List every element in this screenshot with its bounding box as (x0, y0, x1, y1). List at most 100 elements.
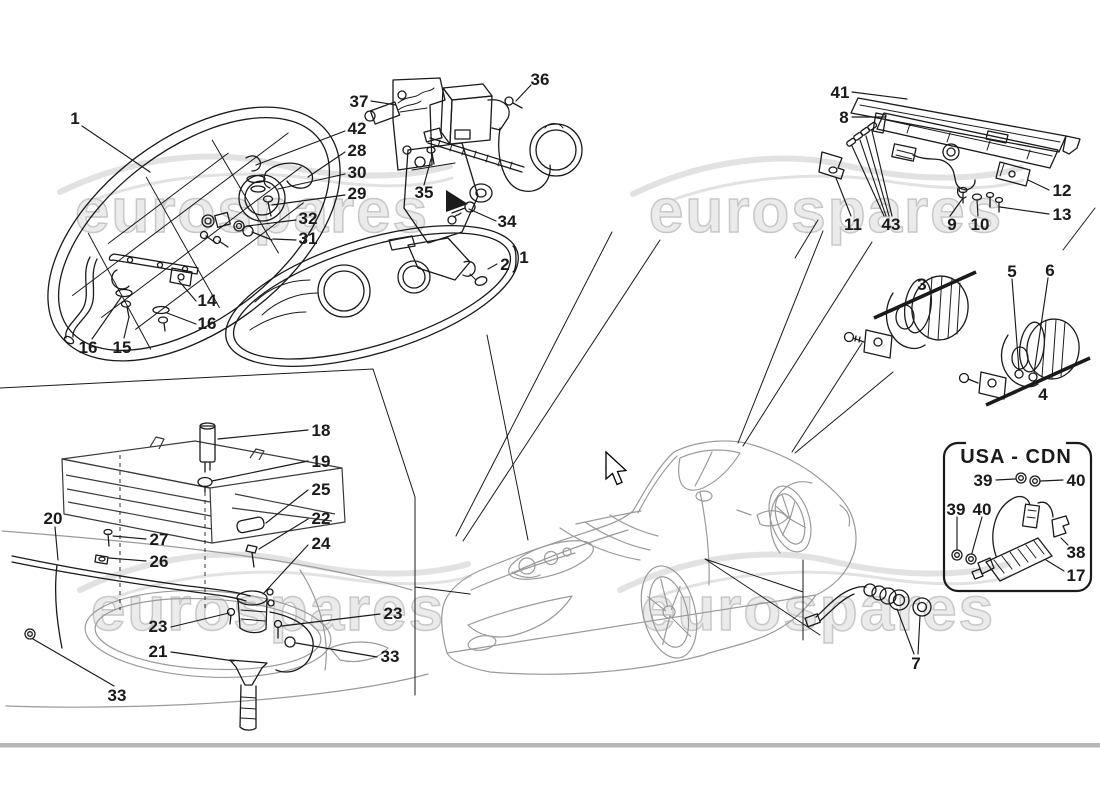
bottom-divider (0, 743, 1100, 748)
usa-cdn-title: USA - CDN (960, 446, 1072, 468)
region-boundary-lines (0, 207, 1096, 696)
screw-27 (103, 528, 113, 547)
mouse-cursor-icon (605, 450, 628, 486)
cover-clip-2 (462, 260, 488, 286)
callout-3: 3 (917, 275, 926, 294)
callout-38: 38 (1067, 543, 1086, 562)
mounting-rail (108, 253, 199, 287)
callout-43: 43 (882, 215, 901, 234)
callout-1: 1 (70, 109, 79, 128)
callout-12: 12 (1053, 181, 1072, 200)
swoosh-logo (630, 155, 1025, 206)
nozzle-cover-25 (236, 516, 265, 534)
car-front-wheel (640, 565, 698, 659)
callout-9: 9 (947, 215, 956, 234)
telescopic-jet-21 (229, 659, 268, 731)
swoosh-logo (617, 551, 1012, 602)
callout-11: 11 (844, 215, 862, 234)
callout-23: 23 (384, 604, 403, 623)
nuts-39-40 (951, 472, 1041, 565)
washer-system-drawing (11, 422, 314, 731)
washer-pump-18 (199, 422, 216, 473)
screw-35 (426, 146, 436, 165)
callout-22: 22 (312, 509, 331, 528)
car-sketch (441, 440, 857, 675)
radiator-duct-drawing (61, 436, 346, 544)
fastener-set-31-32 (199, 211, 273, 248)
headlight-lens (47, 106, 341, 362)
callout-28: 28 (348, 141, 367, 160)
clip-38 (1051, 515, 1070, 538)
grommet-19 (197, 476, 213, 493)
spring-pins-43 (846, 121, 878, 147)
bumper-sketch (1, 530, 429, 708)
headlight-cover-drawing (225, 225, 519, 367)
callout-6: 6 (1045, 261, 1054, 280)
callout-16: 16 (198, 314, 217, 333)
leader-lines (32, 84, 1069, 687)
callout-39: 39 (974, 471, 993, 490)
callout-19: 19 (312, 452, 331, 471)
callout-5: 5 (1007, 262, 1016, 281)
callout-20: 20 (44, 509, 63, 528)
callout-40: 40 (1067, 471, 1086, 490)
watermark-text: eurospares (649, 177, 1003, 246)
callout-16: 16 (79, 338, 98, 357)
group-bar-4 (985, 356, 1091, 407)
callout-bracket (512, 245, 517, 273)
callout-33: 33 (108, 686, 127, 705)
bracket-arm-28 (263, 162, 314, 189)
group-bar-3 (873, 270, 977, 320)
callout-1: 1 (519, 248, 528, 267)
mounting-plate (392, 77, 446, 171)
washer-5 (1014, 369, 1024, 379)
callout-25: 25 (312, 480, 331, 499)
clamp-bracket (111, 269, 130, 290)
callout-31: 31 (299, 229, 318, 248)
callout-32: 32 (299, 209, 318, 228)
callout-13: 13 (1053, 205, 1072, 224)
bracket-11 (818, 151, 845, 180)
callout-34: 34 (498, 212, 517, 231)
callout-24: 24 (312, 534, 331, 553)
callout-37: 37 (350, 92, 369, 111)
callout-33: 33 (381, 647, 400, 666)
callout-26: 26 (150, 552, 169, 571)
washer-16 (115, 288, 133, 298)
callout-4: 4 (1038, 385, 1048, 404)
callout-40: 40 (973, 500, 992, 519)
callout-21: 21 (149, 642, 168, 661)
fog-lamp-unit (843, 275, 969, 359)
screws-13 (985, 191, 1004, 213)
clamp-arm (487, 99, 510, 131)
headlight-assembly-drawing (47, 87, 525, 362)
cable (498, 127, 551, 192)
grommet (469, 183, 493, 203)
callout-8: 8 (839, 108, 848, 127)
headlight-bulb (364, 87, 443, 143)
brake-light-bar-8 (872, 112, 1059, 169)
callout-29: 29 (348, 184, 367, 203)
callout-35: 35 (415, 183, 434, 202)
screw-36 (504, 96, 523, 109)
spoiler-brake-light-drawing (818, 97, 1081, 213)
callout-41: 41 (831, 83, 850, 102)
fog-lamp-unit (958, 318, 1080, 400)
watermark-layer: eurospares eurospares eurospares eurospa… (57, 153, 1025, 645)
callout-14: 14 (198, 291, 217, 310)
clip-42 (245, 155, 262, 172)
callout-23: 23 (149, 617, 168, 636)
washer-6 (1028, 372, 1038, 382)
washer-30 (246, 174, 266, 184)
callout-27: 27 (150, 530, 169, 549)
callout-15: 15 (113, 338, 132, 357)
bolt-23 (226, 607, 283, 639)
car-headlight-recess (508, 540, 594, 580)
callout-7: 7 (911, 654, 920, 673)
washer-hose-20 (11, 555, 314, 673)
usa-cdn-box: USA - CDN (942, 436, 1093, 593)
drain-hose (63, 256, 98, 345)
screw-15 (120, 300, 132, 318)
